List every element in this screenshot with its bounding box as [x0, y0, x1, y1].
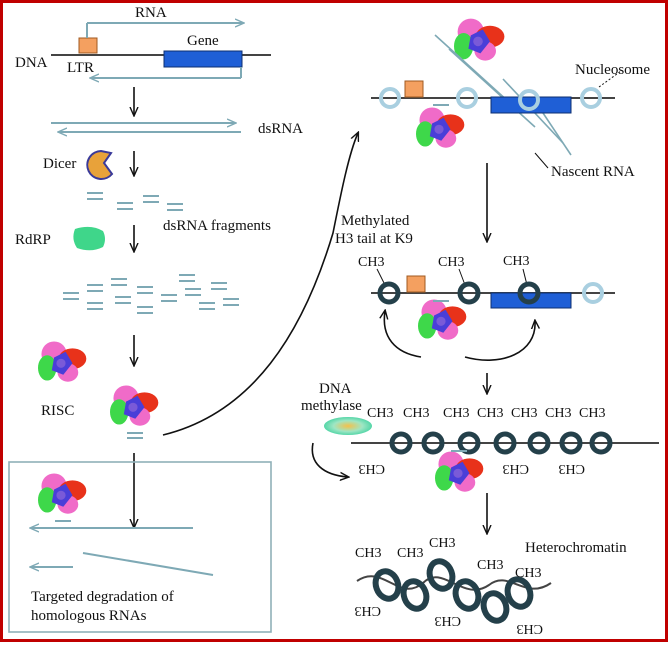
dsrna-fragments-label: dsRNA fragments	[163, 218, 271, 234]
heterochromatin: Heterochromatin CH3 CH3 CH3 CH3 CH3 CH3 …	[355, 536, 628, 636]
ch3-label: CH3	[443, 406, 469, 421]
curved-arrow-to-nucleus	[162, 133, 358, 436]
risc: RISC	[38, 341, 87, 419]
methylated-nucleosome-icon	[377, 281, 401, 305]
nucleosome-icon	[582, 282, 604, 304]
methylated-nucleosome-icon	[589, 431, 613, 455]
rdrp-icon	[73, 226, 105, 251]
methylated-nucleosome-icon	[389, 431, 413, 455]
ch3-label: CH3	[403, 406, 429, 421]
methylated-nucleosome-icon	[493, 431, 517, 455]
nucleosome-icon	[518, 89, 540, 111]
methylase-arrow	[311, 442, 348, 477]
methylated-nucleosome-row	[389, 431, 613, 455]
rdrp-label: RdRP	[15, 232, 51, 248]
ch3-label: CH3	[477, 558, 503, 573]
compact-nucleosomes	[372, 558, 534, 624]
methylated-label-1: Methylated	[341, 213, 410, 229]
ch3-label: CH3	[367, 406, 393, 421]
rna-label: RNA	[135, 5, 167, 21]
ch3-label: CH3	[517, 621, 543, 636]
risc-complex-icon	[110, 385, 159, 426]
ltr-box	[406, 275, 426, 293]
gene-box	[490, 96, 572, 114]
ch3-label: CH3	[355, 546, 381, 561]
risc-loaded	[110, 385, 159, 439]
risc-icon	[418, 299, 467, 340]
targeted-label-2: homologous RNAs	[31, 608, 147, 624]
targeted-degradation-box: Targeted degradation of homologous RNAs	[8, 461, 272, 633]
ch3-label: CH3	[559, 461, 585, 476]
rdrp: RdRP	[15, 226, 105, 251]
dna-methylase-label-2: methylase	[301, 398, 362, 414]
risc-icon	[416, 107, 465, 148]
gene-box	[163, 50, 243, 68]
methylated-nucleosome-icon	[457, 281, 481, 305]
methylated-h3: Methylated H3 tail at K9 CH3 CH3 CH3	[335, 213, 615, 361]
nucleosome-icon	[456, 87, 478, 109]
dna-methylation: DNA methylase CH3 CH3 CH3 CH3 CH3 CH3 CH…	[301, 381, 659, 492]
risc-label: RISC	[41, 403, 74, 419]
ltr-box	[404, 80, 424, 98]
methylated-label-2: H3 tail at K9	[335, 231, 413, 247]
dna-gene-diagram: RNA DNA LTR Gene	[15, 5, 271, 78]
ch3-label: CH3	[579, 406, 605, 421]
methylation-arrow-left	[384, 311, 422, 358]
ch3-label: CH3	[511, 406, 537, 421]
dsrna-fragments	[87, 192, 183, 211]
ch3-label: CH3	[545, 406, 571, 421]
risc-icon	[454, 18, 505, 61]
methylated-nucleosome-icon	[457, 431, 481, 455]
dna-methylase-icon	[324, 417, 372, 435]
cleaved-rna-fragment	[82, 552, 214, 576]
dicer: Dicer	[43, 149, 114, 180]
risc-icon	[38, 473, 87, 514]
methylated-nucleosome-icon	[421, 431, 445, 455]
ch3-label: CH3	[477, 406, 503, 421]
targeted-label-1: Targeted degradation of	[31, 589, 174, 605]
dsrna: dsRNA	[51, 121, 303, 137]
ch3-label: CH3	[358, 255, 384, 270]
dna-label: DNA	[15, 55, 48, 71]
gene-label: Gene	[187, 33, 219, 49]
methylation-arrow-right	[464, 321, 535, 361]
rnai-pathway-diagram: RNA DNA LTR Gene dsRNA Dicer dsRNA fragm…	[8, 5, 659, 636]
dna-methylase-label-1: DNA	[319, 381, 352, 397]
nucleosome-icon	[379, 87, 401, 109]
ch3-label: CH3	[359, 461, 385, 476]
ch3-label: CH3	[355, 603, 381, 618]
nucleosome-icon	[580, 87, 602, 109]
ltr-label: LTR	[67, 60, 94, 76]
ch3-label: CH3	[435, 613, 461, 628]
methylated-nucleosome-icon	[559, 431, 583, 455]
amplified-fragments	[63, 274, 239, 314]
dicer-icon	[86, 149, 114, 180]
ch3-label: CH3	[429, 536, 455, 551]
ch3-label: CH3	[438, 255, 464, 270]
methylated-nucleosome-icon	[527, 431, 551, 455]
nucleosome-label: Nucleosome	[575, 62, 650, 78]
nascent-transcription: Nucleosome Nascent RNA	[371, 18, 650, 180]
heterochromatin-label: Heterochromatin	[525, 540, 627, 556]
ltr-box	[78, 37, 98, 54]
risc-icon	[38, 341, 87, 382]
ch3-label: CH3	[503, 254, 529, 269]
ch3-label: CH3	[515, 566, 541, 581]
methylated-nucleosome-icon	[517, 281, 541, 305]
dsrna-label: dsRNA	[258, 121, 303, 137]
ch3-label: CH3	[503, 461, 529, 476]
ch3-label: CH3	[397, 546, 423, 561]
risc-icon	[435, 451, 484, 492]
nascent-rna-label: Nascent RNA	[551, 164, 635, 180]
dicer-label: Dicer	[43, 156, 76, 172]
